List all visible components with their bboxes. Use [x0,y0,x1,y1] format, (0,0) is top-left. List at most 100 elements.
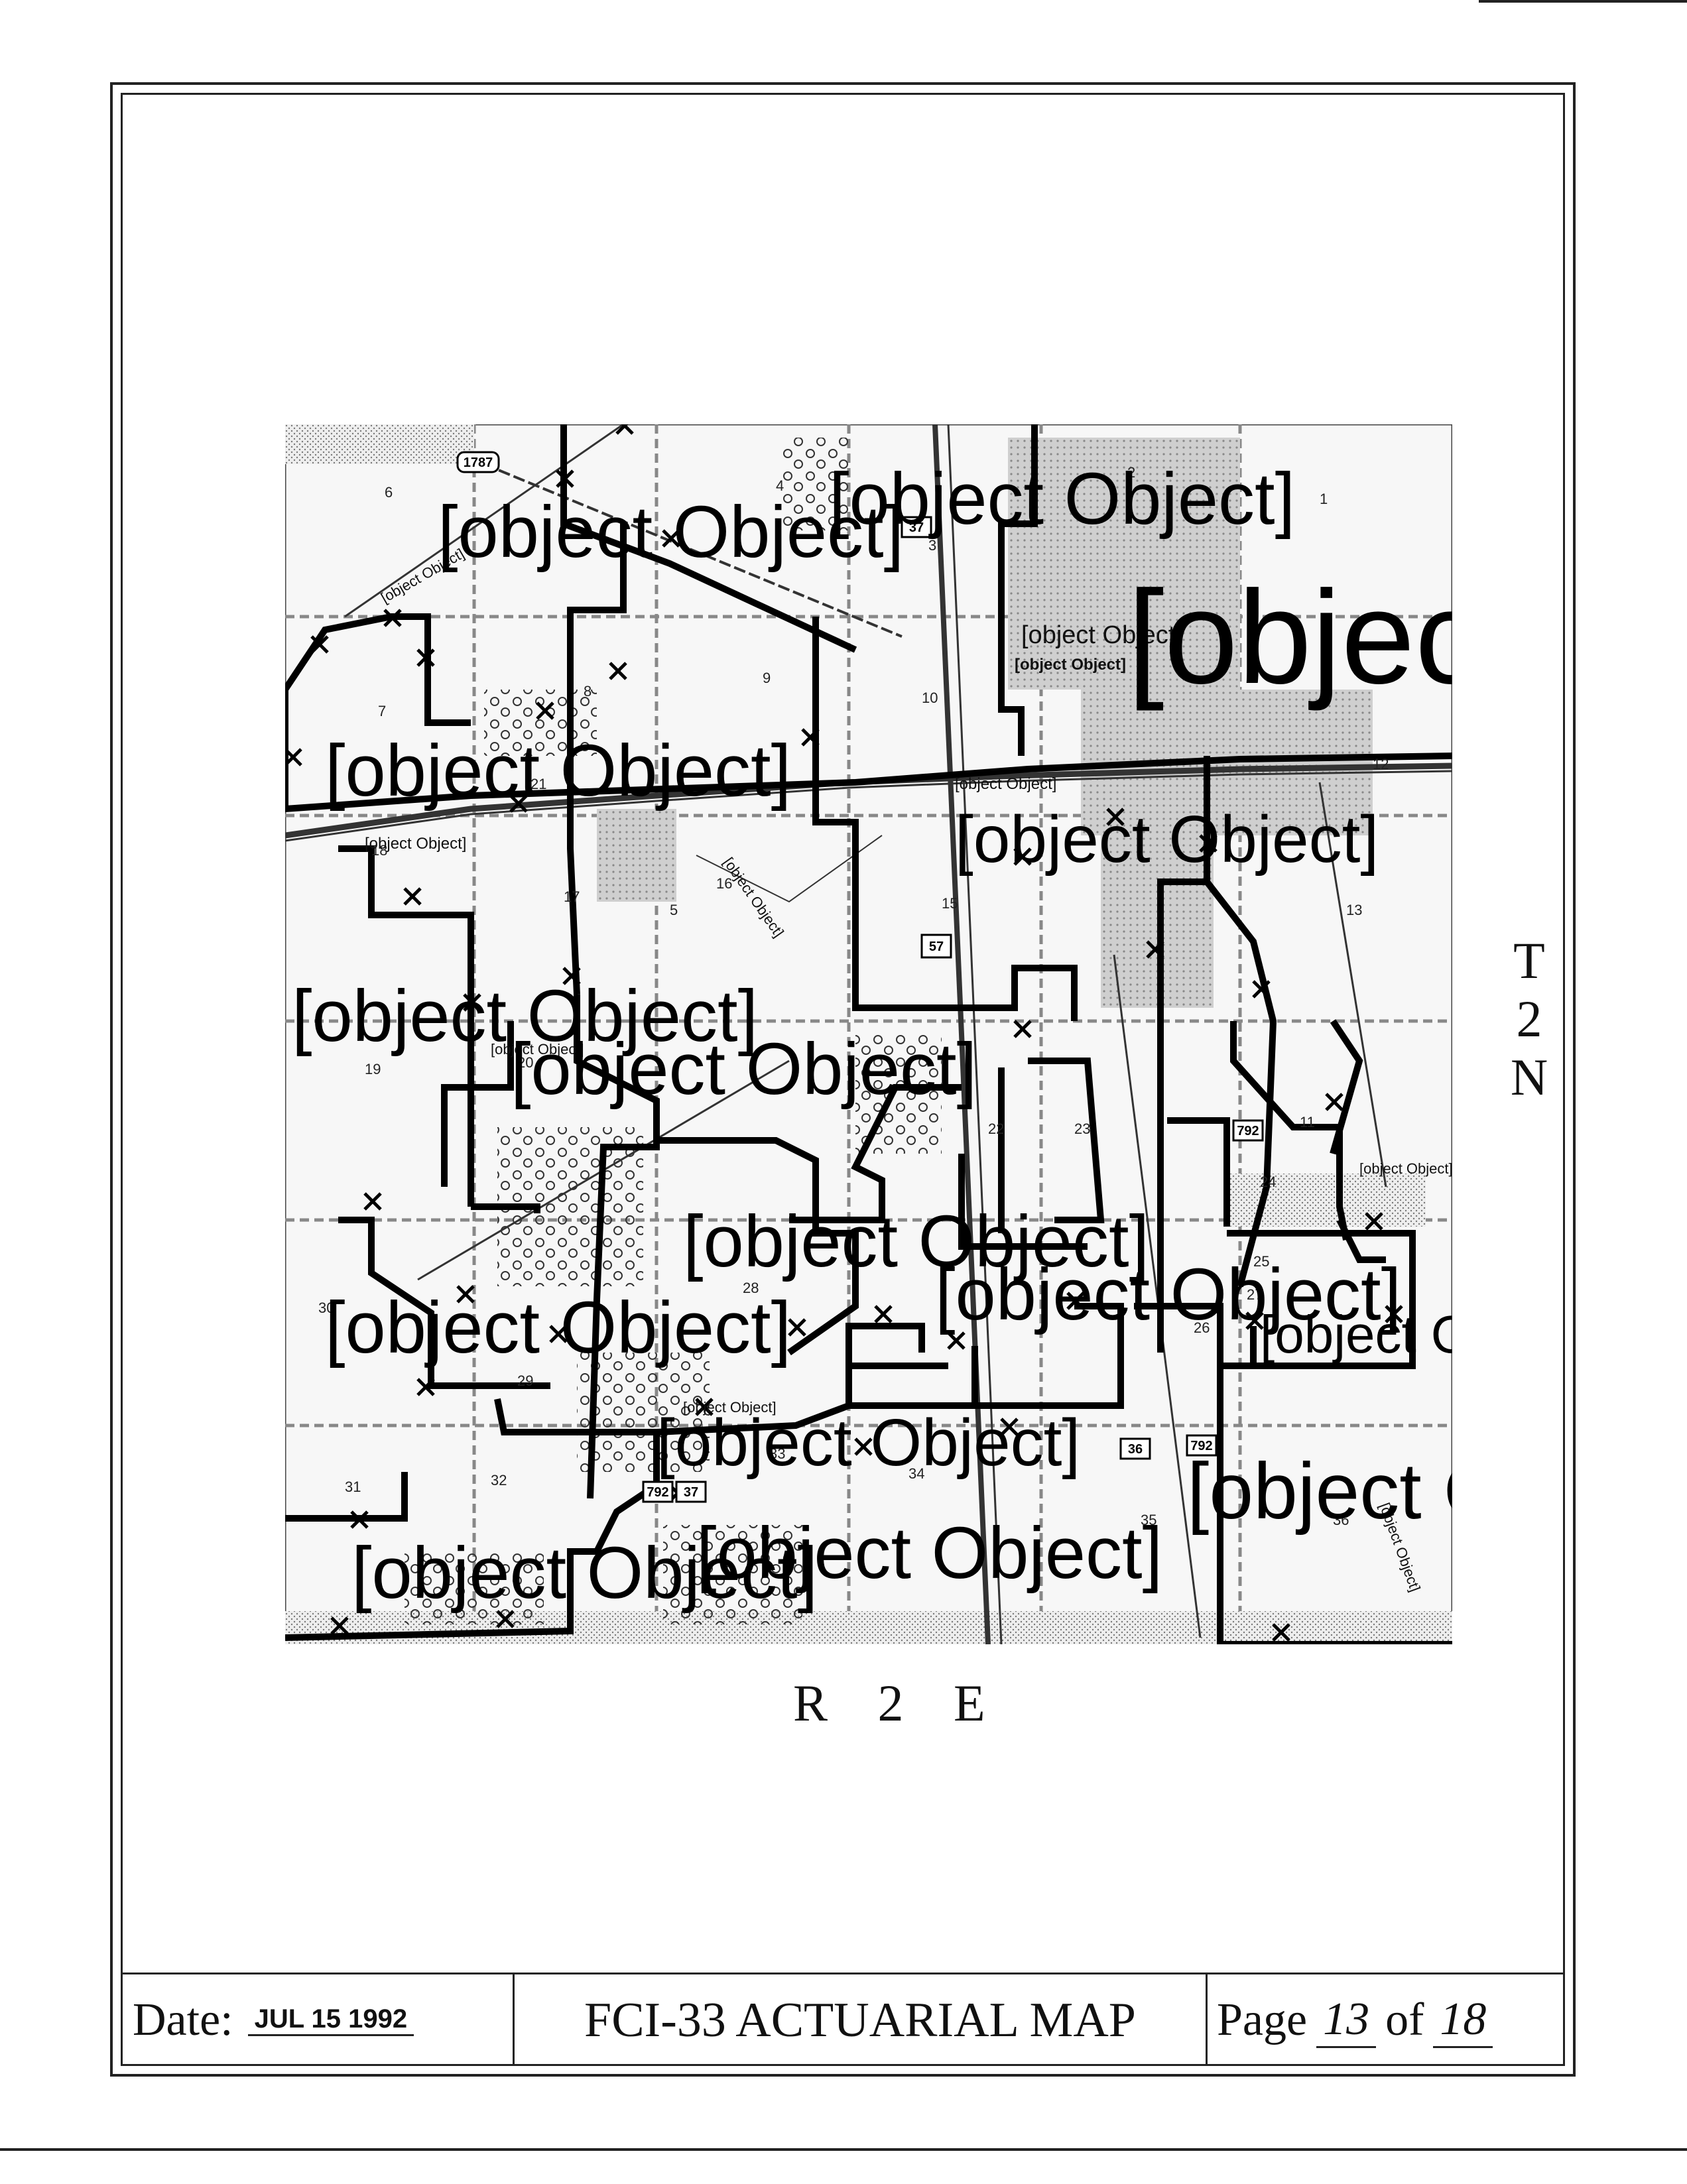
section-number: 33 [769,1445,785,1462]
section-number: 19 [365,1061,381,1077]
route-shield-number: 37 [909,520,924,535]
section-number: 26 [1194,1319,1210,1336]
route-shield [456,451,500,473]
woodland [484,690,597,756]
route-shield [901,516,932,538]
section-number: 13 [1346,902,1362,918]
unit-label: [object Object] [696,1512,1162,1594]
place-name-jecks-lake: [object Object] [1359,1160,1452,1177]
bottom-edge-rule [0,2148,1687,2151]
section-number: 29 [517,1372,533,1389]
township-label: T 2 N [1509,935,1549,1110]
actuarial-map: 6 4 3 2 1 7 8 9 10 12 17 16 15 13 19 21 … [285,424,1452,1644]
unit-label: [object Object] [1127,564,1452,711]
unit-label: [object Object] [955,802,1379,877]
section-number: 21 [531,776,546,792]
route-shield-number: 36 [1128,1442,1143,1457]
woodland [405,1551,544,1624]
unit-label: [object Object] [683,1201,1149,1282]
section-number: 24 [1260,1174,1276,1190]
section-number: 8 [584,683,592,699]
place-population: [object Object] [1015,656,1126,674]
section-number: 22 [988,1121,1004,1137]
section-number: 31 [345,1479,361,1495]
section-number: 30 [318,1300,334,1316]
title-block: Date: JUL 15 1992 FCI-33 ACTUARIAL MAP P… [121,1972,1565,2066]
unit-label: [object Object] [292,975,758,1057]
page-prefix: Page [1217,1994,1308,2045]
route-shield-number: 792 [1237,1124,1259,1138]
map-canvas: 6 4 3 2 1 7 8 9 10 12 17 16 15 13 19 21 … [285,424,1452,1644]
section-number: 35 [1141,1512,1156,1528]
unit-label: [object Object] [829,458,1295,540]
unit-labels: [object Object] [object Object] [object … [292,458,1452,1614]
section-number: 16 [716,875,732,892]
shaded-area [285,424,474,464]
unit-label: [object Object] [351,1532,818,1614]
route-shield [642,1481,674,1503]
route-shield-number: 37 [684,1485,698,1500]
township-direction: N [1510,1048,1548,1106]
road-name-fap: [object Object] [955,775,1056,793]
section-number: 12 [1373,756,1389,772]
section-number: 18 [371,842,387,859]
township-number: 2 [1516,990,1542,1048]
page-of: of [1385,1994,1424,2045]
route-shield [675,1481,707,1503]
section-number: 4 [776,477,784,494]
section-number: 34 [908,1465,924,1482]
section-number: 17 [564,888,580,905]
route-shield [1232,1119,1264,1142]
unit-label: [object Object] [935,1254,1401,1335]
boundary-x-marks [285,424,1403,1642]
unit-label: [object Object] [511,1028,977,1110]
woodland [782,438,849,530]
section-number: 32 [491,1472,507,1488]
woodland [663,1525,802,1624]
section-number: 11 [1300,1114,1315,1130]
route-shield [1119,1437,1151,1460]
page-border-outer [110,82,1576,2077]
date-stamp: JUL 15 1992 [247,2004,414,2036]
section-number: 2 [1127,464,1135,481]
section-number: 7 [378,703,386,719]
unit-boundaries [285,424,1452,1644]
date-label: Date: [133,1994,233,2045]
section-number: 27 [1247,1286,1263,1303]
section-numbers: 6 4 3 2 1 7 8 9 10 12 17 16 15 13 19 21 … [318,464,1389,1528]
route-shield [1186,1434,1218,1457]
route-shield-number: 57 [929,940,944,954]
route-shield-number: 1787 [464,455,493,470]
unit-label: [object Object] [325,730,791,812]
section-number: 9 [763,670,771,686]
urban-salem [1008,438,1240,690]
route-shields: 1787 57 792 36 37 792 792 37 [456,451,1264,1503]
date-cell: Date: JUL 15 1992 [121,1974,515,2066]
section-number: 15 [942,895,958,912]
place-name-salem: [object Object] [1021,621,1182,649]
township-letter: T [1513,932,1545,989]
place-name-selmaville: [object Object] [491,1041,584,1058]
map-title: FCI-33 ACTUARIAL MAP [515,1974,1208,2066]
place-name-crooked: [object Object] [683,1399,777,1416]
section-number: 5 [670,902,678,918]
route-shield-number: 792 [1190,1439,1212,1453]
section-number: 25 [1253,1253,1269,1270]
section-number: 28 [743,1280,759,1296]
page-number: 13 [1316,1993,1377,2048]
road-name-fap: [object Object] [365,835,466,853]
page-total: 18 [1433,1993,1493,2048]
unit-label: [object Object] [1260,1305,1452,1364]
section-number: 6 [385,484,393,501]
unit-label: [object Object] [438,491,904,573]
section-number: 20 [517,1054,533,1071]
section-number: 10 [922,690,938,706]
top-edge-rule [1479,0,1687,3]
section-number: 3 [928,537,936,554]
unit-label: [object Object] [1187,1447,1452,1536]
page-cell: Page 13 of 18 [1208,1974,1565,2066]
unit-label: [object Object] [325,1287,791,1368]
route-shield [920,934,952,959]
urban-west [597,809,676,902]
page-border-inner [121,93,1565,2066]
